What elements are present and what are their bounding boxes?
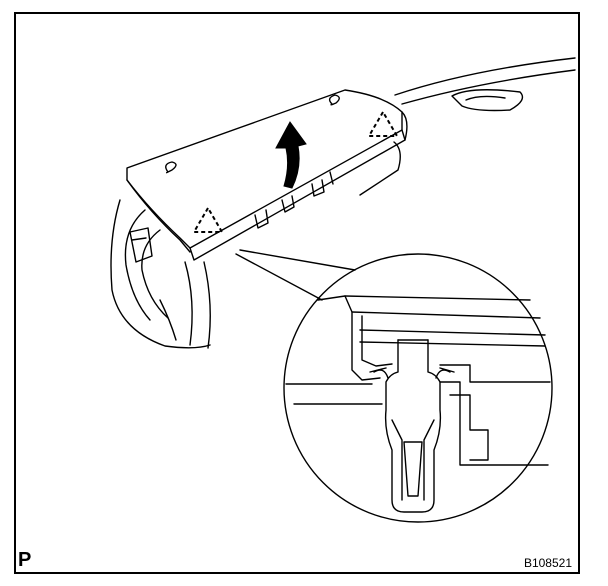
panel-mark xyxy=(328,94,340,106)
panel-tab xyxy=(329,171,334,185)
dashboard-edge-inner xyxy=(401,69,576,105)
panel-tab xyxy=(254,209,269,229)
clip-triangle-icon xyxy=(367,110,399,137)
dashboard-body xyxy=(110,199,211,349)
lift-arrow-icon xyxy=(275,121,307,189)
vent-slot xyxy=(451,89,524,112)
leader-line xyxy=(235,253,323,301)
corner-label: P xyxy=(18,549,32,571)
panel-mark xyxy=(165,161,177,174)
panel-tab xyxy=(281,195,295,213)
panel-front-edge xyxy=(126,179,191,253)
reference-code: B108521 xyxy=(523,556,572,570)
panel-tab xyxy=(311,179,325,197)
dashboard-edge xyxy=(394,57,576,96)
clip-detail xyxy=(285,295,551,513)
diagram-frame xyxy=(14,12,580,574)
clip-triangle-icon xyxy=(192,206,224,233)
leader-line xyxy=(239,249,356,271)
magnifier-circle xyxy=(283,253,553,523)
dashboard-opening xyxy=(129,227,153,263)
